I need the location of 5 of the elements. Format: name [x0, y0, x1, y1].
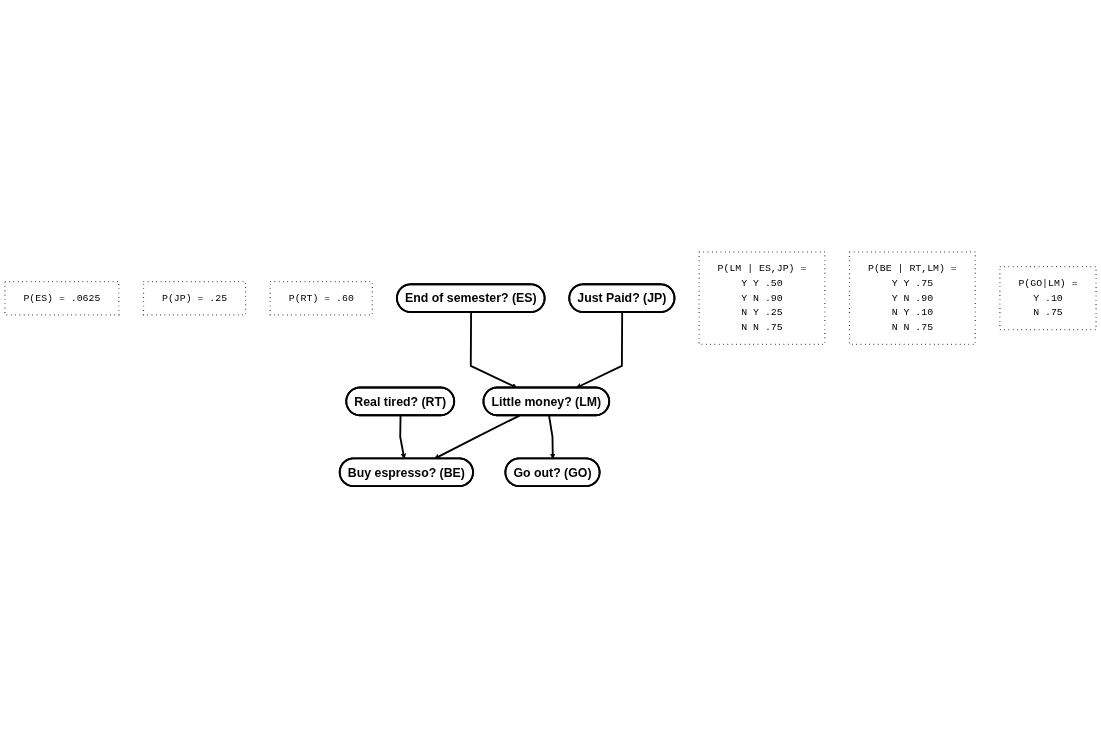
arrow — [469, 311, 518, 389]
arrow — [399, 414, 407, 459]
arrow — [548, 414, 556, 459]
arrow — [434, 414, 521, 459]
arrow — [575, 311, 624, 389]
